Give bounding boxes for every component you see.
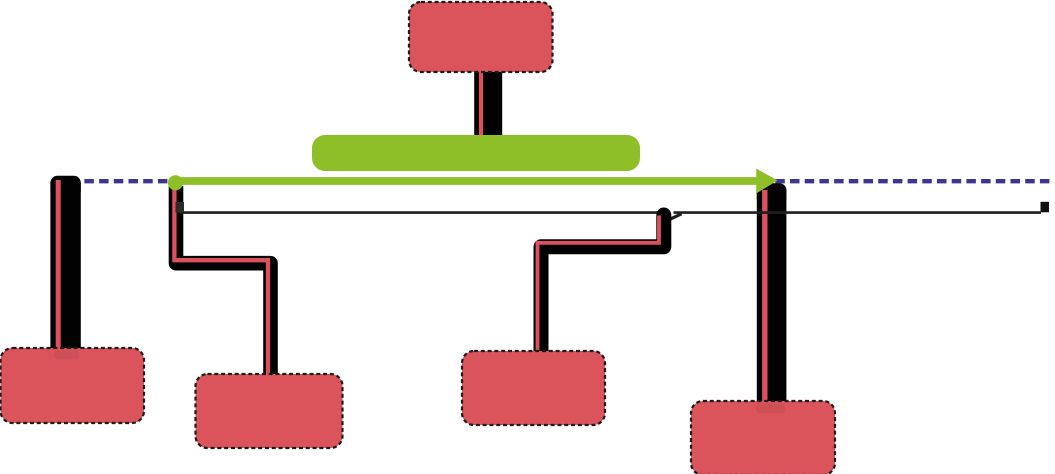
thin-line-end-marker — [1040, 201, 1049, 213]
green-arrow[interactable] — [167, 168, 778, 194]
connector-trunk[interactable] — [474, 71, 503, 136]
connector-branch-2-red-stroke — [172, 186, 271, 378]
connector-branch-2[interactable] — [168, 186, 278, 378]
node-bottom-3[interactable] — [460, 349, 607, 427]
thin-black-line[interactable] — [175, 201, 1050, 222]
connector-branch-3-red-stroke — [535, 215, 661, 355]
connector-branch-3-black-stroke — [533, 207, 672, 363]
thin-line-start-marker — [175, 202, 184, 213]
patch-under-node-4 — [756, 403, 785, 414]
connector-branch-1[interactable] — [50, 175, 81, 352]
node-bottom-1[interactable] — [0, 346, 146, 425]
arrow-head — [756, 168, 778, 194]
connector-branch-4[interactable] — [756, 183, 787, 405]
node-top[interactable] — [407, 0, 554, 74]
connector-branch-1-top-cap — [50, 175, 81, 198]
node-bottom-2[interactable] — [194, 372, 344, 450]
connector-branch-3[interactable] — [533, 207, 672, 363]
patch-under-node-1 — [54, 350, 79, 360]
node-bottom-4[interactable] — [689, 399, 837, 474]
green-band[interactable] — [312, 135, 640, 171]
